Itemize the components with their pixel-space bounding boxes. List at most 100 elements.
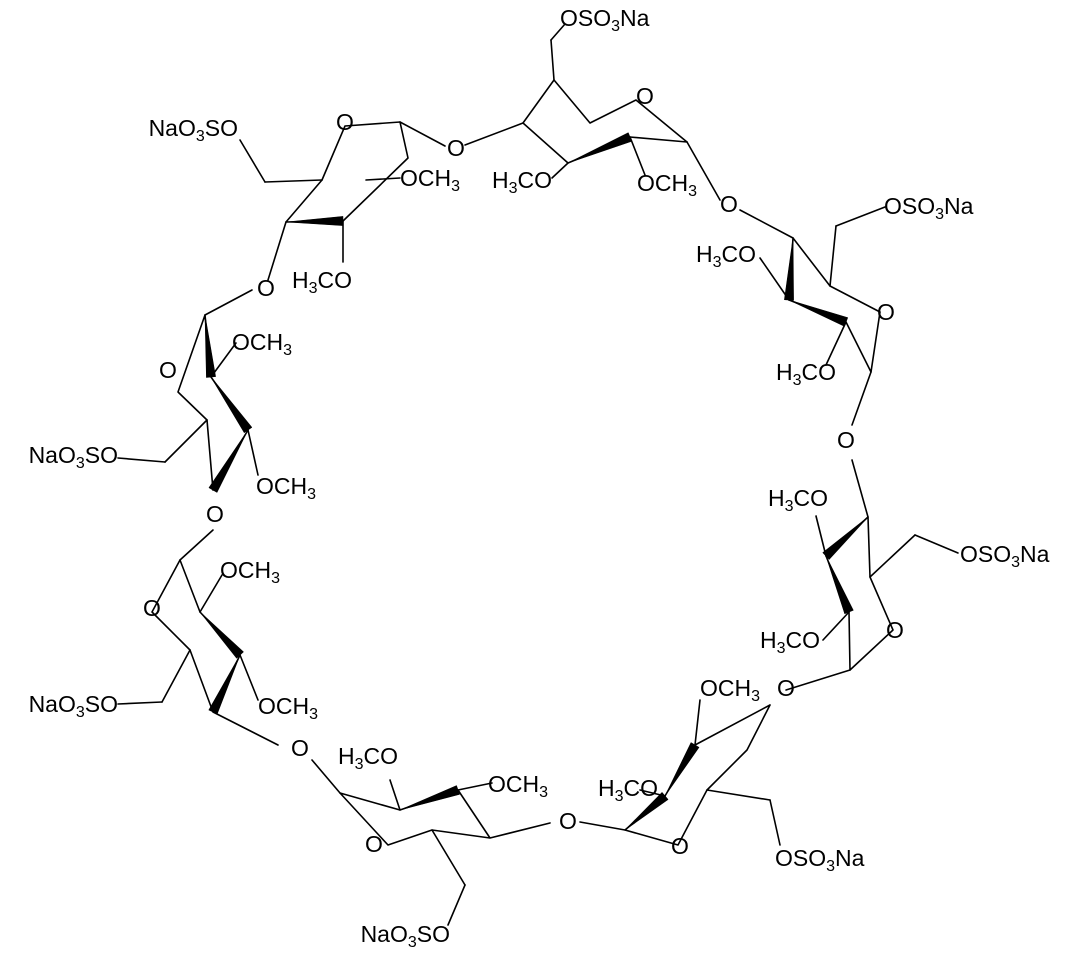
glyc-o-bc: O (720, 191, 738, 217)
glyc-o-ef: O (559, 808, 577, 834)
ring-o-f: O (365, 831, 383, 857)
unit-d-ring (825, 516, 894, 671)
unit-d-c2-o (822, 611, 850, 641)
unit-f-c2-o (457, 782, 493, 791)
sulfate-top: OSO3Na (560, 5, 650, 35)
methoxy-e2: OCH3 (700, 675, 760, 705)
unit-g-wedge-1 (199, 611, 244, 659)
unit-c-c6b (835, 206, 886, 227)
unit-e-c1-glyc (579, 821, 626, 831)
unit-b-c2-o (629, 136, 646, 176)
unit-a-c4-o (267, 221, 287, 281)
unit-h-wedge-1 (204, 314, 216, 378)
unit-a-c6 (264, 179, 323, 183)
methoxy-c2: H3CO (776, 359, 836, 389)
unit-d-link (851, 459, 869, 518)
unit-c-c1-glyc (851, 371, 872, 426)
glyc-o-fg: O (291, 735, 309, 761)
ring-o-g: O (143, 595, 161, 621)
sulfate-left-mid: NaO3SO (29, 442, 118, 472)
unit-h-c3-o (247, 429, 259, 476)
unit-c-wedge-2 (788, 299, 848, 327)
unit-b-c1-glyc (686, 141, 721, 201)
methoxy-a3: H3CO (292, 267, 352, 297)
unit-e-c6b (769, 799, 781, 846)
unit-f-wedge-1 (399, 785, 460, 811)
unit-a-c6b (239, 139, 266, 183)
unit-f-c3-o (389, 779, 401, 811)
ring-o-d: O (886, 617, 904, 643)
unit-h-c2-o (210, 342, 237, 378)
glyc-o-cd: O (837, 427, 855, 453)
methoxy-b2: OCH3 (637, 170, 697, 200)
unit-h-c1-glyc (204, 289, 253, 316)
unit-a-ring (285, 121, 409, 223)
unit-a-wedge (285, 216, 344, 226)
unit-g-c3-o (239, 654, 259, 701)
unit-c-c3-o (759, 257, 790, 301)
atom-labels: OOOOOOOOOOOOOOOOOSO3NaOSO3NaOSO3NaOSO3Na… (29, 5, 1050, 951)
methoxy-c3: H3CO (696, 241, 756, 271)
unit-b-c3-o (551, 162, 569, 179)
sulfate-bottom-right: OSO3Na (775, 845, 865, 875)
unit-b-link (464, 122, 524, 146)
methoxy-g3: OCH3 (258, 693, 318, 723)
ring-o-e: O (671, 833, 689, 859)
unit-b-c6 (550, 39, 555, 81)
unit-g-wedge-2 (208, 654, 241, 715)
glyc-o-de: O (777, 675, 795, 701)
unit-g-c2-o (199, 574, 223, 613)
unit-h-c6 (164, 419, 208, 463)
unit-d-wedge-1 (822, 516, 869, 560)
unit-f-c1-glyc (311, 759, 341, 794)
methoxy-b3: H3CO (492, 167, 552, 197)
ring-o-c: O (877, 299, 895, 325)
unit-a-c2-o (365, 177, 401, 181)
methoxy-g2: OCH3 (220, 557, 280, 587)
methoxy-e3: H3CO (598, 775, 658, 805)
unit-f-c6 (431, 829, 466, 886)
methoxy-f3: H3CO (338, 743, 398, 773)
ring-o-a: O (336, 109, 354, 135)
unit-c-c6 (829, 225, 837, 287)
unit-d-wedge-2 (825, 555, 854, 615)
sulfate-left-top: NaO3SO (149, 115, 238, 145)
unit-h-wedge-2 (210, 376, 253, 433)
sulfate-bottom: NaO3SO (361, 921, 450, 951)
unit-h-c6b (117, 457, 166, 463)
glyc-o-ab: O (447, 135, 465, 161)
unit-e-c6 (706, 789, 771, 801)
unit-e-wedge-2 (624, 792, 669, 831)
methoxy-d3: H3CO (768, 485, 828, 515)
methoxy-f2: OCH3 (488, 771, 548, 801)
unit-a-c1-glyc (399, 121, 446, 147)
unit-b-wedge (567, 132, 633, 164)
unit-d-c3-o (815, 515, 827, 557)
glyc-o-gh: O (206, 501, 224, 527)
unit-g-c6b (117, 701, 163, 705)
unit-d-c6b (914, 534, 959, 554)
unit-d-c6 (869, 534, 916, 578)
methoxy-h3: OCH3 (256, 473, 316, 503)
unit-c-link (739, 209, 794, 239)
unit-f-c6b (447, 884, 466, 926)
wedge-bonds (199, 132, 869, 831)
unit-h-wedge-3 (208, 429, 249, 493)
sulfate-left-bottom: NaO3SO (29, 691, 118, 721)
unit-b-c6b (550, 23, 566, 41)
ring-o-b: O (636, 83, 654, 109)
methoxy-a2: OCH3 (400, 165, 460, 195)
unit-e-c2-o (694, 699, 701, 746)
ring-o-h: O (159, 357, 177, 383)
unit-g-c1-glyc (179, 529, 214, 561)
glyc-o-ha: O (257, 275, 275, 301)
methoxy-d2: H3CO (760, 627, 820, 657)
sulfate-right-top: OSO3Na (884, 193, 974, 223)
methoxy-h2: OCH3 (232, 329, 292, 359)
unit-g-c6 (161, 649, 191, 703)
unit-e-wedge-1 (664, 742, 700, 797)
unit-c-c2-o (825, 321, 847, 366)
unit-d-c1-glyc (785, 669, 851, 691)
unit-c-wedge-1 (784, 237, 794, 301)
